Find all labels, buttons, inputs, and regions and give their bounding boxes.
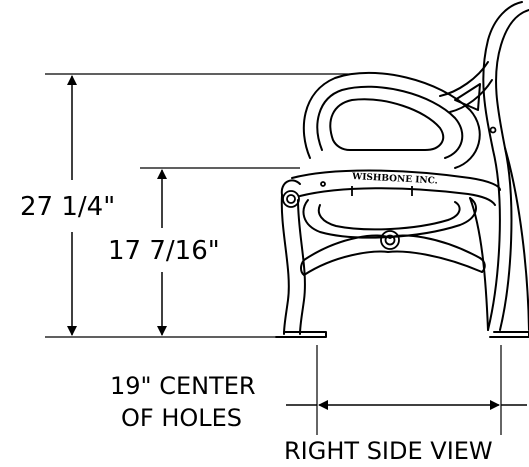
view-title: RIGHT SIDE VIEW bbox=[284, 437, 493, 465]
center-bolt-inner bbox=[384, 234, 396, 246]
rear-leg-outer bbox=[504, 147, 529, 331]
back-brace-outer bbox=[439, 61, 489, 97]
bench-frame bbox=[275, 1, 529, 338]
back-upright-outer bbox=[482, 1, 523, 331]
front-foot-pad bbox=[275, 331, 327, 338]
small-hole-2 bbox=[489, 126, 497, 134]
hole-spacing-label-line2: OF HOLES bbox=[121, 404, 242, 432]
casting-mark: WISHBONE INC. bbox=[351, 172, 438, 187]
front-bolt-outer bbox=[282, 190, 300, 208]
lower-arch-left-fillet bbox=[300, 259, 305, 276]
seat-rail-bottom bbox=[299, 187, 496, 206]
front-bolt-inner bbox=[286, 194, 296, 204]
lower-arch-inner bbox=[303, 250, 483, 276]
lower-arch-right-fillet bbox=[479, 257, 486, 273]
overall-height-label: 27 1/4" bbox=[20, 192, 115, 222]
hole-spacing-label-line1: 19" CENTER bbox=[110, 372, 256, 400]
bolts bbox=[282, 126, 497, 250]
center-bolt-outer bbox=[380, 230, 400, 250]
armrest-loop-outer bbox=[302, 71, 481, 169]
back-brace-gusset bbox=[454, 83, 481, 111]
back-brace-inner bbox=[449, 79, 493, 113]
armrest-loop-inner bbox=[316, 85, 464, 159]
lower-arch-outer bbox=[303, 234, 481, 261]
dimension-lines bbox=[67, 75, 527, 410]
back-upright-inner bbox=[495, 9, 529, 331]
armrest-decor-loop bbox=[329, 98, 445, 151]
seat-rail-top bbox=[291, 169, 501, 191]
front-leg-outer bbox=[280, 194, 290, 335]
lower-oval-inner bbox=[317, 201, 461, 231]
rear-leg-inner-lower bbox=[469, 197, 489, 331]
seat-height-label: 17 7/16" bbox=[108, 236, 220, 266]
small-hole-1 bbox=[320, 181, 326, 187]
rear-foot-pad bbox=[489, 331, 529, 338]
front-leg-scroll bbox=[280, 179, 301, 196]
extension-lines bbox=[45, 73, 502, 435]
front-leg-inner bbox=[297, 199, 306, 335]
